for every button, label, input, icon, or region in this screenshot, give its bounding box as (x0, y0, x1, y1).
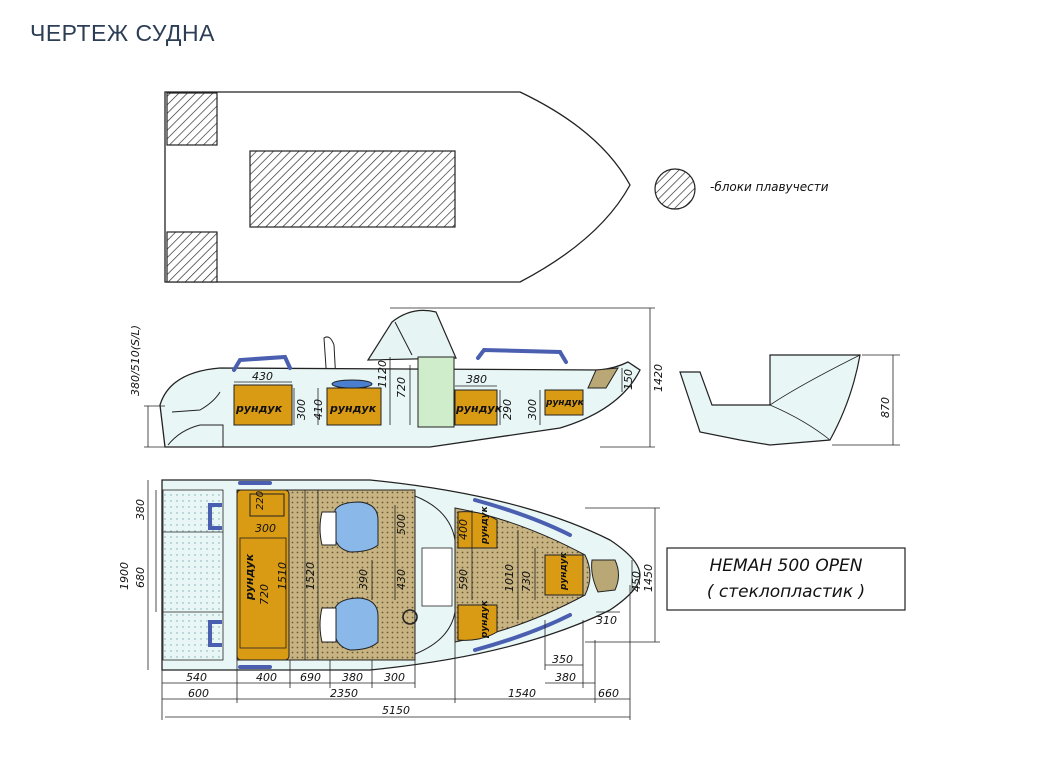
plan-dim-1520: 1520 (304, 562, 317, 590)
locker-side-2 (326, 387, 382, 426)
plan-dim-500: 500 (395, 514, 408, 535)
side-rail-bow (476, 347, 568, 364)
side-dim-430: 430 (252, 370, 273, 383)
plan-dim-1510: 1510 (276, 562, 289, 590)
locker-side-2-label: рундук (329, 402, 377, 415)
plan-locker-bow-top-label: рундук (480, 505, 490, 545)
side-dim-300b: 300 (526, 399, 539, 420)
plan-dim-680: 680 (134, 567, 147, 588)
bottom-dim-5150: 5150 (382, 704, 410, 717)
plan-rail-top (473, 498, 572, 537)
model-material: ( стеклопластик ) (707, 582, 865, 602)
plan-rail-aft-bottom (208, 620, 222, 647)
plan-dim-730: 730 (520, 571, 533, 592)
plan-dim-1010: 1010 (503, 564, 516, 592)
section-hull (679, 354, 861, 446)
buoyancy-legend-label: -блоки плавучести (710, 180, 829, 194)
aft-platform (162, 489, 224, 661)
page-title: ЧЕРТЕЖ СУДНА (30, 20, 215, 46)
bottom-dim-660: 660 (598, 687, 619, 700)
buoyancy-legend-symbol (654, 168, 696, 210)
model-name: НЕМАН 500 OPEN (710, 556, 863, 576)
plan-locker-aft-label: рундук (243, 553, 256, 601)
bottom-dim-400: 400 (256, 671, 277, 684)
steering-wheel (402, 609, 418, 625)
locker-side-3-label: рундук (455, 402, 503, 415)
plan-rail-aft-top (208, 503, 222, 530)
plan-locker-bow-top (457, 511, 498, 549)
bow-hatch (587, 367, 619, 389)
side-dim-410: 410 (312, 399, 325, 420)
side-dim-380: 380 (466, 373, 487, 386)
plan-dim-1900: 1900 (118, 562, 131, 590)
top-view: -блоки плавучести (164, 91, 829, 283)
locker-side-4-label: рундук (545, 398, 585, 408)
plan-dim-430: 430 (395, 569, 408, 590)
plan-dim-310: 310 (596, 614, 617, 627)
buoyancy-block-aft-bottom (166, 231, 218, 283)
bottom-dim-600: 600 (188, 687, 209, 700)
plan-locker-bow-bottom (457, 604, 498, 641)
section-view: 870 (679, 354, 900, 446)
bottom-dim-1540: 1540 (508, 687, 536, 700)
locker-side-3 (454, 389, 498, 426)
plan-dim-400: 400 (457, 519, 470, 540)
plan-dim-350: 350 (552, 653, 573, 666)
bottom-dim-300: 300 (384, 671, 405, 684)
plan-locker-bow-front-label: рундук (559, 551, 569, 591)
plan-dim-380b: 380 (555, 671, 576, 684)
bottom-dim-380: 380 (342, 671, 363, 684)
plan-locker-aft (236, 489, 290, 661)
plan-dim-720: 720 (258, 584, 271, 605)
locker-side-1 (233, 384, 293, 426)
plan-view: рундук рундук рундук рундук (118, 479, 660, 720)
seat-1 (334, 501, 379, 553)
side-dim-720: 720 (395, 377, 408, 398)
locker-side-4 (544, 389, 584, 416)
plan-locker-bow-bottom-label: рундук (480, 599, 490, 639)
plan-dim-1450: 1450 (642, 564, 655, 592)
plan-dim-390: 390 (357, 569, 370, 590)
bottom-dim-690: 690 (300, 671, 321, 684)
side-dim-300a: 300 (295, 399, 308, 420)
plan-locker-bow-front (544, 554, 584, 596)
buoyancy-block-aft-top (166, 92, 218, 146)
plan-dim-300: 300 (255, 522, 276, 535)
side-dim-height-left: 380/510(S/L) (129, 325, 142, 396)
model-box: НЕМАН 500 OPEN ( стеклопластик ) (666, 547, 906, 611)
windshield (366, 309, 457, 361)
plan-bow-hatch (591, 559, 619, 593)
side-hull-outline (159, 361, 641, 448)
side-dim-1120: 1120 (376, 360, 389, 388)
plan-dim-590: 590 (457, 569, 470, 590)
side-view: рундук рундук рундук рундук 430 300 410 (129, 307, 665, 448)
console (417, 356, 455, 428)
side-rail-aft (232, 354, 292, 372)
plan-rail-bottom (473, 613, 572, 652)
side-dim-150: 150 (622, 369, 635, 390)
plan-dim-450: 450 (630, 571, 643, 592)
buoyancy-block-center (249, 150, 456, 228)
plan-dim-220: 220 (255, 491, 266, 510)
seat-2 (334, 597, 379, 651)
side-dim-290: 290 (501, 399, 514, 420)
bottom-dim-2350: 2350 (330, 687, 358, 700)
section-dim-870: 870 (879, 397, 892, 418)
seat-top (331, 379, 373, 389)
locker-side-1-label: рундук (235, 402, 283, 415)
bottom-dim-540: 540 (186, 671, 207, 684)
plan-dim-380: 380 (134, 499, 147, 520)
side-dim-1420: 1420 (652, 364, 665, 392)
